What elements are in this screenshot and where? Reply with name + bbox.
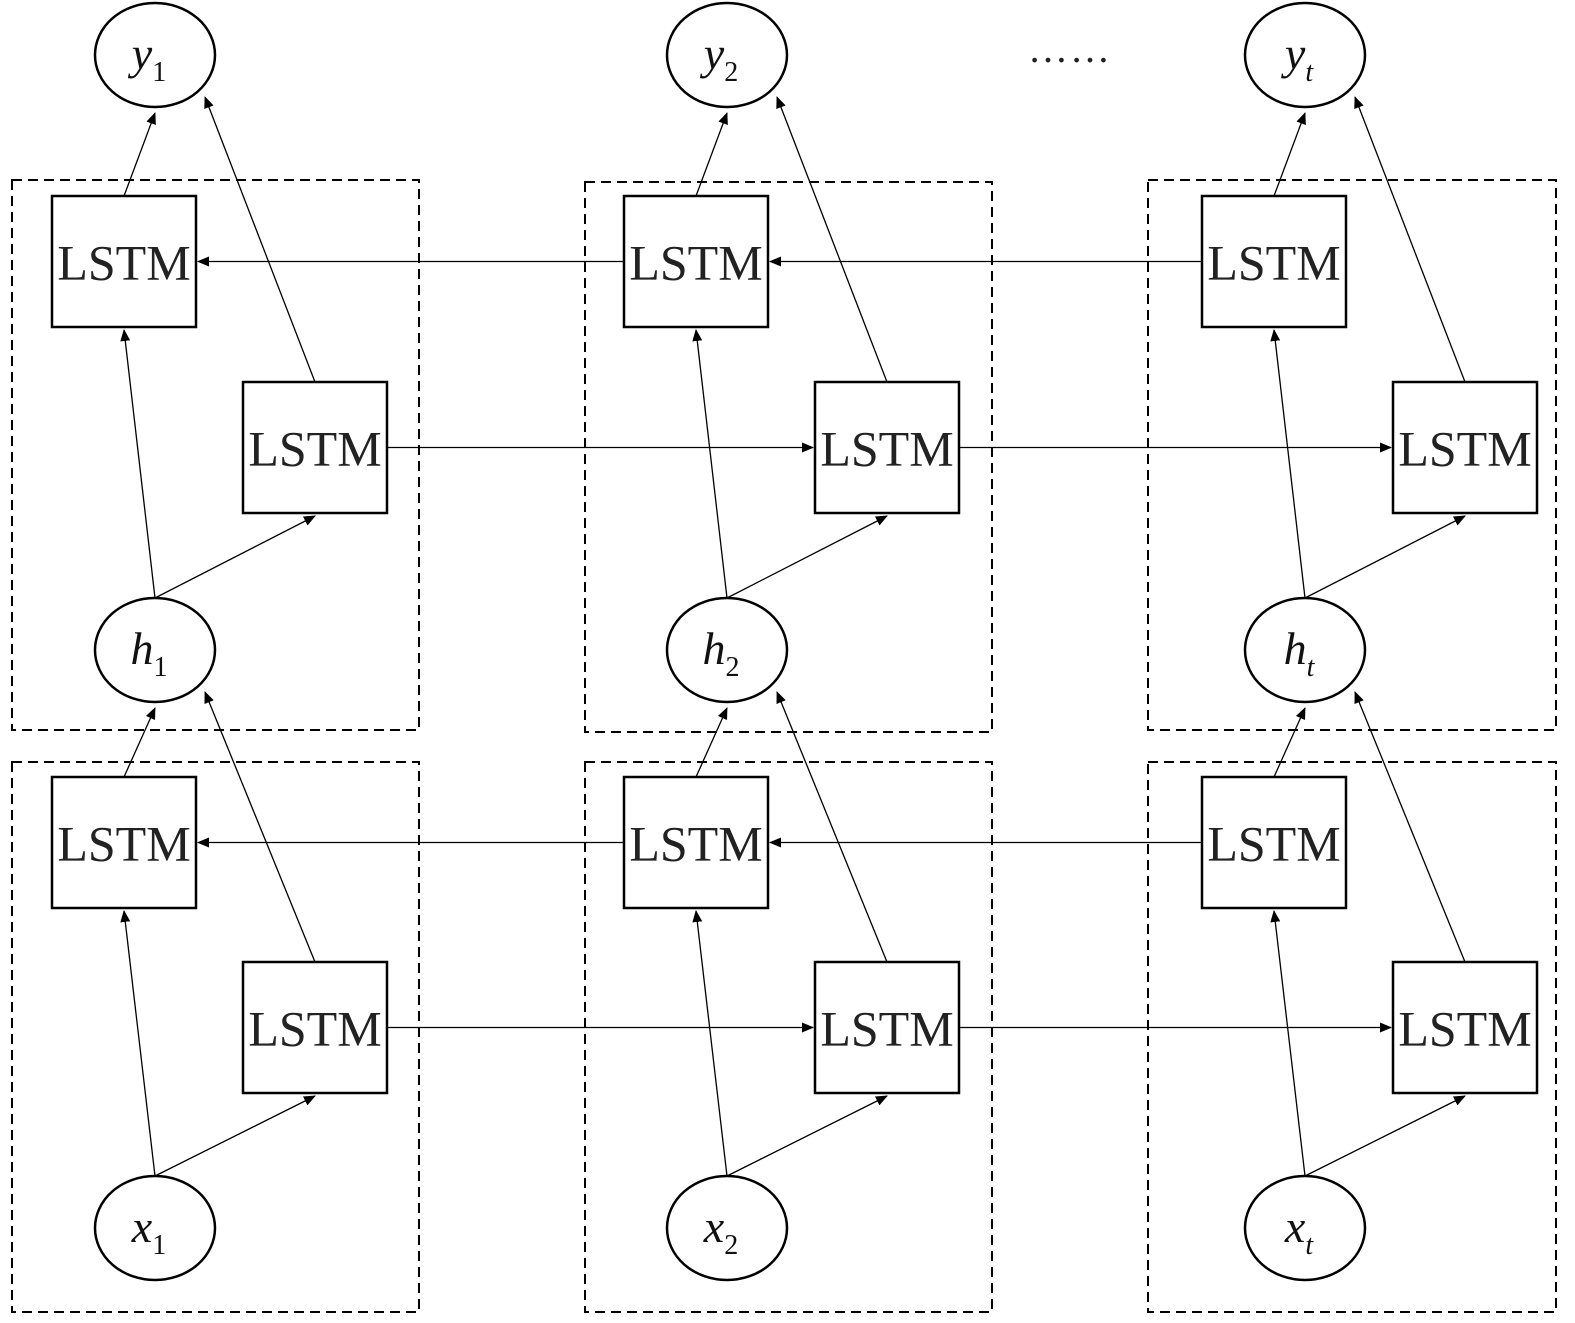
top-backward-lstm-cell [1200, 194, 1348, 329]
hidden-node [93, 596, 217, 704]
arrow-to-forward-cell [726, 1095, 888, 1177]
bottom-forward-lstm-cell [241, 960, 389, 1095]
ellipsis: …… [1028, 26, 1112, 71]
output-node [1243, 1, 1367, 109]
timestep-group-box [1147, 761, 1557, 1313]
arrow-to-forward-cell [154, 515, 316, 599]
output-node-label: y2 [700, 28, 738, 88]
lstm-cell-label: LSTM [57, 816, 190, 872]
top-forward-lstm-cell [813, 380, 961, 515]
arrow-forward-to-output [1354, 96, 1466, 383]
output-node-label: yt [1281, 28, 1314, 88]
arrow-to-backward-cell [692, 329, 728, 599]
hidden-node [665, 596, 789, 704]
arrow-forward-to-output [204, 96, 316, 383]
arrow-to-forward-cell [1304, 1095, 1466, 1177]
hidden-node-label: ht [1284, 623, 1316, 683]
input-node [665, 1174, 789, 1282]
hidden-node-label: h2 [703, 623, 740, 683]
lstm-cell-label: LSTM [629, 816, 762, 872]
input-node [1243, 1174, 1367, 1282]
arrow-to-backward-cell [120, 329, 156, 599]
arrow-forward-to-output [1354, 691, 1466, 963]
input-node-label: x2 [703, 1201, 738, 1261]
input-node-label: x1 [131, 1201, 166, 1261]
arrow-to-backward-cell [692, 910, 728, 1177]
lstm-cell-label: LSTM [1398, 421, 1531, 477]
bottom-forward-lstm-cell [1391, 960, 1539, 1095]
bottom-forward-lstm-cell [813, 960, 961, 1095]
arrow-backward-to-output [123, 707, 156, 778]
hidden-node-label: h1 [131, 623, 168, 683]
top-forward-lstm-cell [1391, 380, 1539, 515]
input-node [93, 1174, 217, 1282]
timestep-group-box [1147, 179, 1557, 731]
arrow-forward-to-output [776, 96, 888, 383]
arrow-forward-to-output [776, 691, 888, 963]
arrow-to-forward-cell [726, 515, 888, 599]
arrow-to-backward-cell [1270, 910, 1306, 1177]
lstm-cell-label: LSTM [820, 1001, 953, 1057]
output-node-label: y1 [128, 28, 166, 88]
lstm-cell-label: LSTM [248, 1001, 381, 1057]
top-backward-lstm-cell [50, 194, 198, 329]
output-node [665, 1, 789, 109]
arrow-backward-to-output [123, 112, 156, 197]
arrow-backward-to-output [695, 707, 728, 778]
lstm-cell-label: LSTM [820, 421, 953, 477]
lstm-cell-label: LSTM [1207, 235, 1340, 291]
timestep-group-box [584, 181, 993, 733]
lstm-cell-label: LSTM [1207, 816, 1340, 872]
top-forward-lstm-cell [241, 380, 389, 515]
lstm-cell-label: LSTM [248, 421, 381, 477]
arrow-to-backward-cell [120, 910, 156, 1177]
timestep-group-box [11, 179, 420, 731]
hidden-node [1243, 596, 1367, 704]
bottom-backward-lstm-cell [622, 775, 770, 910]
lstm-cell-label: LSTM [1398, 1001, 1531, 1057]
timestep-group-box [584, 761, 993, 1313]
arrow-to-forward-cell [154, 1095, 316, 1177]
arrow-forward-to-output [204, 691, 316, 963]
arrow-to-backward-cell [1270, 329, 1306, 599]
output-node [93, 1, 217, 109]
top-backward-lstm-cell [622, 194, 770, 329]
timestep-group-box [11, 761, 420, 1313]
arrow-backward-to-output [695, 112, 728, 197]
lstm-cell-label: LSTM [629, 235, 762, 291]
arrow-backward-to-output [1273, 112, 1306, 197]
bottom-backward-lstm-cell [50, 775, 198, 910]
input-node-label: xt [1284, 1201, 1314, 1261]
bottom-backward-lstm-cell [1200, 775, 1348, 910]
arrow-to-forward-cell [1304, 515, 1466, 599]
arrow-backward-to-output [1273, 707, 1306, 778]
lstm-cell-label: LSTM [57, 235, 190, 291]
